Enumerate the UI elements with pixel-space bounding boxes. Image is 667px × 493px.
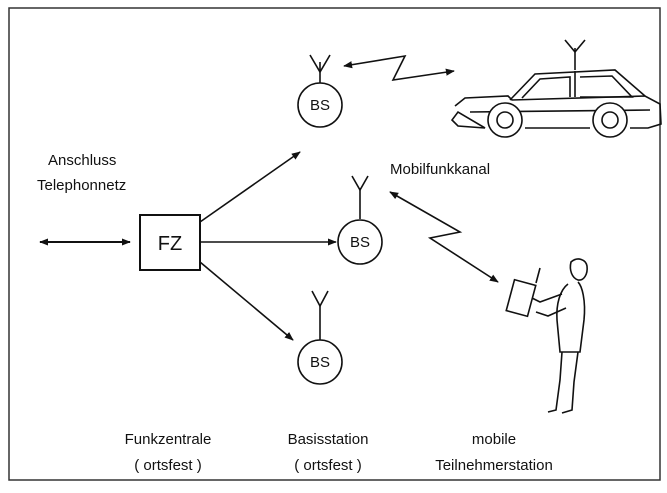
base-station-middle: BS	[337, 175, 383, 265]
bs-circle	[337, 219, 383, 265]
label-teilnehmerstation: Teilnehmerstation	[435, 457, 553, 474]
label-basisstation: Basisstation	[288, 431, 369, 448]
label-anschluss: Anschluss	[48, 152, 116, 169]
person-with-handheld-icon	[505, 258, 588, 414]
label-funkzentrale: Funkzentrale	[125, 431, 212, 448]
link-fz-bs-top	[199, 151, 301, 223]
car-body	[450, 95, 662, 129]
bs-circle	[297, 82, 343, 128]
lightning-arrow-person	[389, 191, 499, 283]
car-wheel	[592, 102, 628, 138]
radio-link-car	[343, 54, 455, 82]
label-mobilfunkkanal: Mobilfunkkanal	[390, 161, 490, 178]
bs-label: BS	[350, 234, 370, 251]
label-mobile: mobile	[472, 431, 516, 448]
person-torso	[556, 281, 586, 353]
label-funkzentrale-ortsfest: ( ortsfest )	[134, 457, 202, 474]
car-hubcap	[601, 111, 619, 129]
person-leg	[561, 351, 579, 414]
car-window	[521, 76, 571, 99]
link-fz-bs-bottom	[199, 261, 294, 341]
car-window	[579, 75, 634, 98]
car-cabin	[509, 69, 646, 101]
label-telephonnetz: Telephonnetz	[37, 177, 126, 194]
handheld-antenna-icon	[535, 267, 541, 284]
person-arm	[531, 293, 563, 303]
fz-label: FZ	[158, 233, 182, 255]
base-station-top: BS	[297, 54, 343, 128]
base-station-bottom: BS	[297, 290, 343, 385]
diagram-frame	[8, 7, 661, 481]
bs-circle	[297, 339, 343, 385]
label-basisstation-ortsfest: ( ortsfest )	[294, 457, 362, 474]
person-leg	[547, 351, 563, 413]
funkzentrale-node: FZ	[139, 214, 201, 271]
car-icon	[450, 39, 662, 138]
car-antenna-icon	[564, 39, 586, 54]
antenna-icon	[351, 175, 369, 192]
antenna-icon	[309, 54, 331, 74]
bs-label: BS	[310, 354, 330, 371]
antenna-icon	[311, 290, 329, 308]
car-hubcap	[496, 111, 514, 129]
person-arm	[535, 307, 567, 317]
car-wheel	[487, 102, 523, 138]
bs-label: BS	[310, 97, 330, 114]
handheld-device-icon	[505, 278, 537, 318]
lightning-arrow-car	[343, 54, 455, 82]
person-head	[569, 258, 588, 281]
